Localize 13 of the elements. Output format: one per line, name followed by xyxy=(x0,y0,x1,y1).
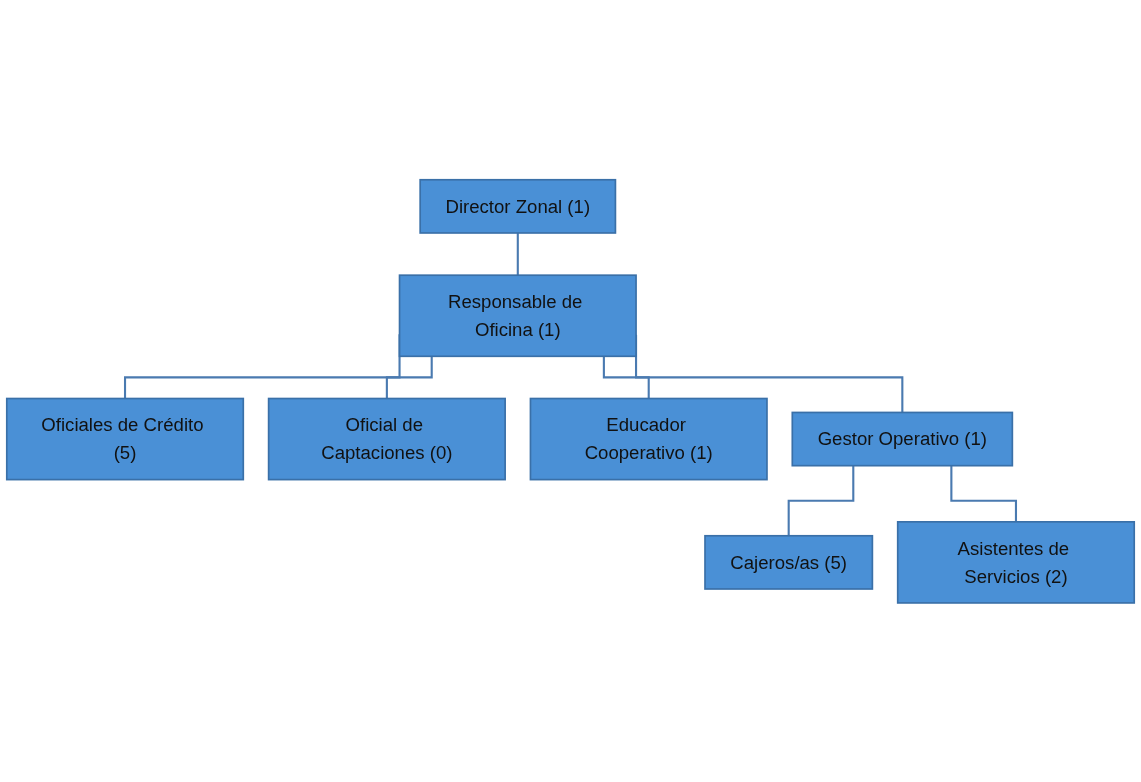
node-box: Asistentes de Servicios (2) xyxy=(896,520,1136,604)
node-box: Gestor Operativo (1) xyxy=(791,411,1014,467)
connector xyxy=(516,232,519,276)
node-box: Oficial de Captaciones (0) xyxy=(267,397,506,481)
node-box: Educador Cooperativo (1) xyxy=(529,397,768,481)
node-box: Cajeros/as (5) xyxy=(704,534,874,590)
connector xyxy=(787,465,855,537)
node-box: Director Zonal (1) xyxy=(419,178,617,234)
connector xyxy=(385,355,433,400)
node-box: Oficiales de Crédito (5) xyxy=(5,397,245,481)
node-box: Responsable de Oficina (1) xyxy=(398,274,637,357)
connector xyxy=(950,465,1018,523)
connector xyxy=(602,355,650,400)
